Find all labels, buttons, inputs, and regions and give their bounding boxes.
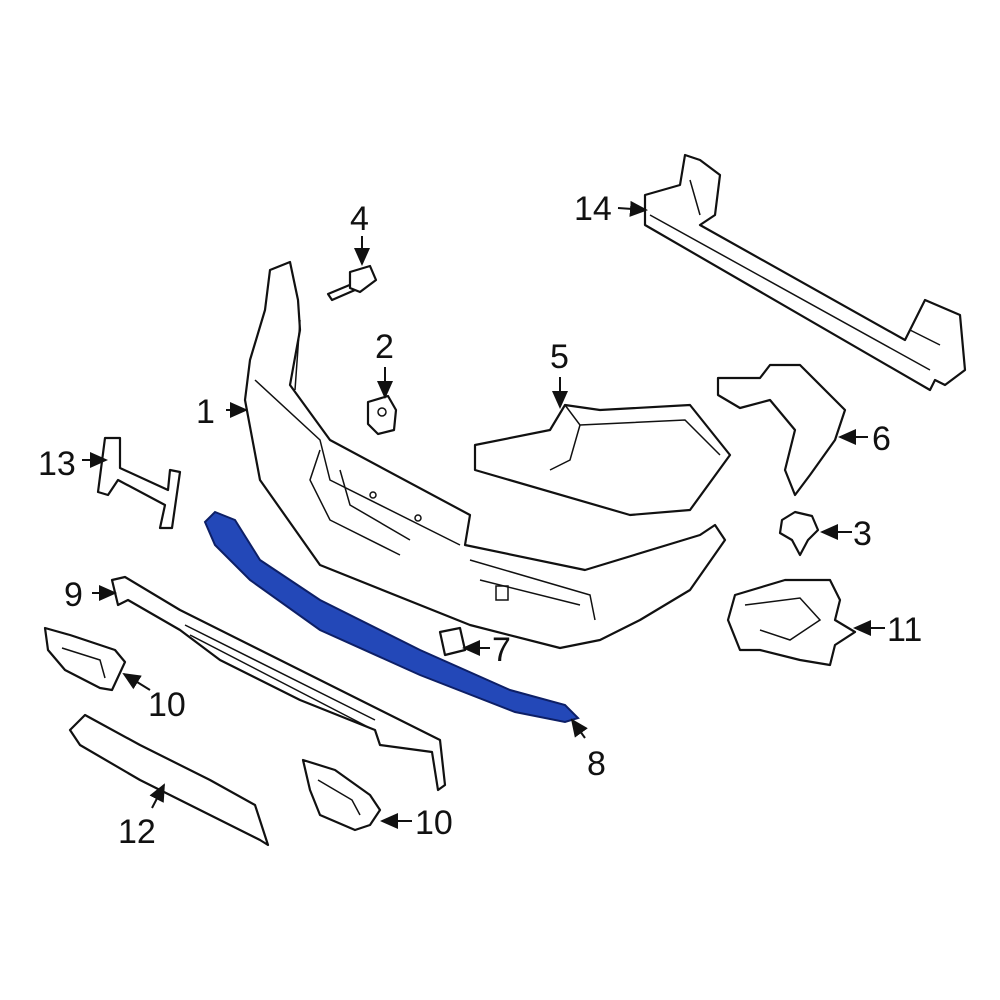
part-2-clip[interactable] — [366, 394, 398, 436]
callout-9: 9 — [64, 576, 83, 614]
callout-10-left: 10 — [148, 686, 186, 724]
callout-13: 13 — [38, 445, 76, 483]
part-8-lower-spoiler-highlighted[interactable] — [203, 510, 580, 724]
part-11-bracket[interactable] — [726, 578, 857, 667]
callout-3: 3 — [853, 515, 872, 553]
part-13-bracket[interactable] — [96, 436, 182, 530]
callout-12: 12 — [118, 813, 156, 851]
part-10-trim-right[interactable] — [301, 758, 382, 832]
part-12-trim-strip[interactable] — [68, 713, 270, 847]
part-5-panel[interactable] — [473, 403, 732, 517]
callout-4: 4 — [350, 200, 369, 238]
part-3-fastener[interactable] — [778, 510, 820, 557]
part-14-reinforcement-bar[interactable] — [643, 153, 967, 392]
part-9-diffuser[interactable] — [110, 575, 447, 792]
callout-7: 7 — [492, 631, 511, 669]
leader-lines — [82, 200, 885, 829]
callout-8: 8 — [587, 745, 606, 783]
callout-10-right: 10 — [415, 804, 453, 842]
part-1-bumper-cover[interactable] — [243, 260, 727, 650]
part-4-bolt[interactable] — [326, 264, 378, 302]
part-10-trim-left[interactable] — [43, 626, 127, 692]
callout-6: 6 — [872, 420, 891, 458]
callout-2: 2 — [375, 328, 394, 366]
callout-11: 11 — [887, 611, 922, 649]
part-6-bracket[interactable] — [716, 363, 847, 497]
callout-1: 1 — [196, 393, 215, 431]
callout-14: 14 — [574, 190, 612, 228]
callout-5: 5 — [550, 338, 569, 376]
part-7-clip[interactable] — [438, 626, 467, 657]
